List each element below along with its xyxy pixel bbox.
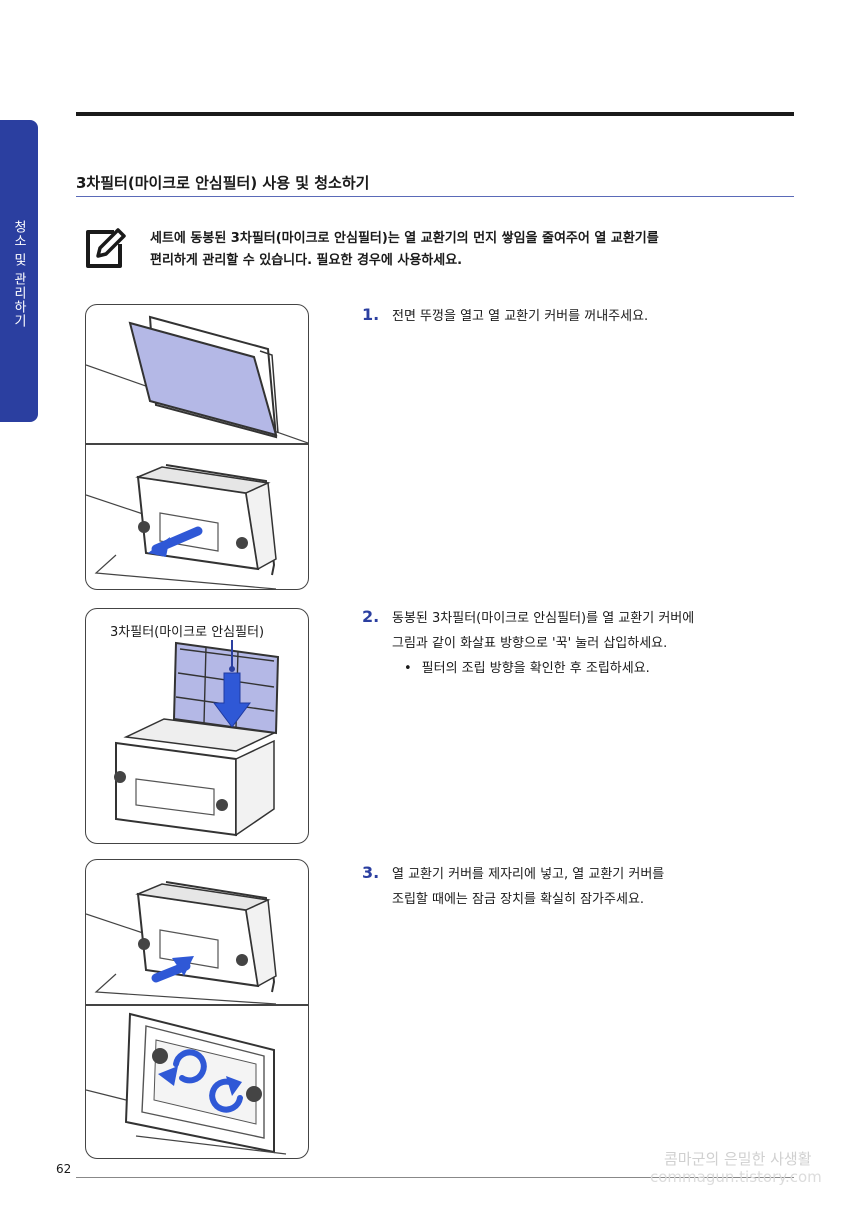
filter-callout-label: 3차필터(마이크로 안심필터) xyxy=(110,621,265,640)
step-1: 1. 전면 뚜껑을 열고 열 교환기 커버를 꺼내주세요. xyxy=(362,302,648,329)
step-2-bullet: 필터의 조립 방향을 확인한 후 조립하세요. xyxy=(362,656,694,681)
watermark-line-2: commagun.tistory.com xyxy=(650,1168,822,1186)
note-line-1: 세트에 동봉된 3차필터(마이크로 안심필터)는 열 교환기의 먼지 쌓임을 줄… xyxy=(150,231,659,246)
step-3-number: 3. xyxy=(362,863,380,882)
side-tab-label: 청소 및 관리하기 xyxy=(11,220,26,329)
top-rule xyxy=(76,112,794,116)
step-3-line-2: 조립할 때에는 잠금 장치를 확실히 잠가주세요. xyxy=(392,892,645,907)
step-2-line-2: 그림과 같이 화살표 방향으로 '꾹' 눌러 삽입하세요. xyxy=(392,636,668,651)
panel-divider xyxy=(86,1004,308,1006)
watermark-line-1: 콤마군의 은밀한 사생활 xyxy=(664,1150,812,1168)
front-cover-open-illustration xyxy=(86,315,308,443)
panel-divider xyxy=(86,443,308,445)
heat-exchanger-removal-illustration xyxy=(86,463,277,589)
title-rule xyxy=(76,196,794,197)
step3-illustration xyxy=(85,859,309,1159)
lock-latch-illustration xyxy=(86,1012,287,1155)
bottom-rule xyxy=(76,1177,794,1178)
page-number: 62 xyxy=(56,1162,72,1176)
side-chapter-tab: 청소 및 관리하기 xyxy=(0,120,38,422)
note-pencil-icon xyxy=(86,228,126,268)
step-3-line-1: 열 교환기 커버를 제자리에 넣고, 열 교환기 커버를 xyxy=(392,867,665,882)
step-1-text: 전면 뚜껑을 열고 열 교환기 커버를 꺼내주세요. xyxy=(392,309,649,324)
step-2: 2. 동봉된 3차필터(마이크로 안심필터)를 열 교환기 커버에 그림과 같이 … xyxy=(362,604,694,681)
step1-illustration xyxy=(85,304,309,590)
heat-exchanger-reinsert-illustration xyxy=(86,881,277,1004)
section-title: 3차필터(마이크로 안심필터) 사용 및 청소하기 xyxy=(76,174,370,192)
step-3: 3. 열 교환기 커버를 제자리에 넣고, 열 교환기 커버를 조립할 때에는 잠… xyxy=(362,860,664,912)
step-2-line-1: 동봉된 3차필터(마이크로 안심필터)를 열 교환기 커버에 xyxy=(392,611,695,626)
step-2-number: 2. xyxy=(362,607,380,626)
step2-illustration xyxy=(85,608,309,844)
note-text: 세트에 동봉된 3차필터(마이크로 안심필터)는 열 교환기의 먼지 쌓임을 줄… xyxy=(150,228,770,272)
filter-insertion-illustration xyxy=(114,639,280,837)
note-line-2: 편리하게 관리할 수 있습니다. 필요한 경우에 사용하세요. xyxy=(150,253,463,268)
step-1-number: 1. xyxy=(362,305,380,324)
